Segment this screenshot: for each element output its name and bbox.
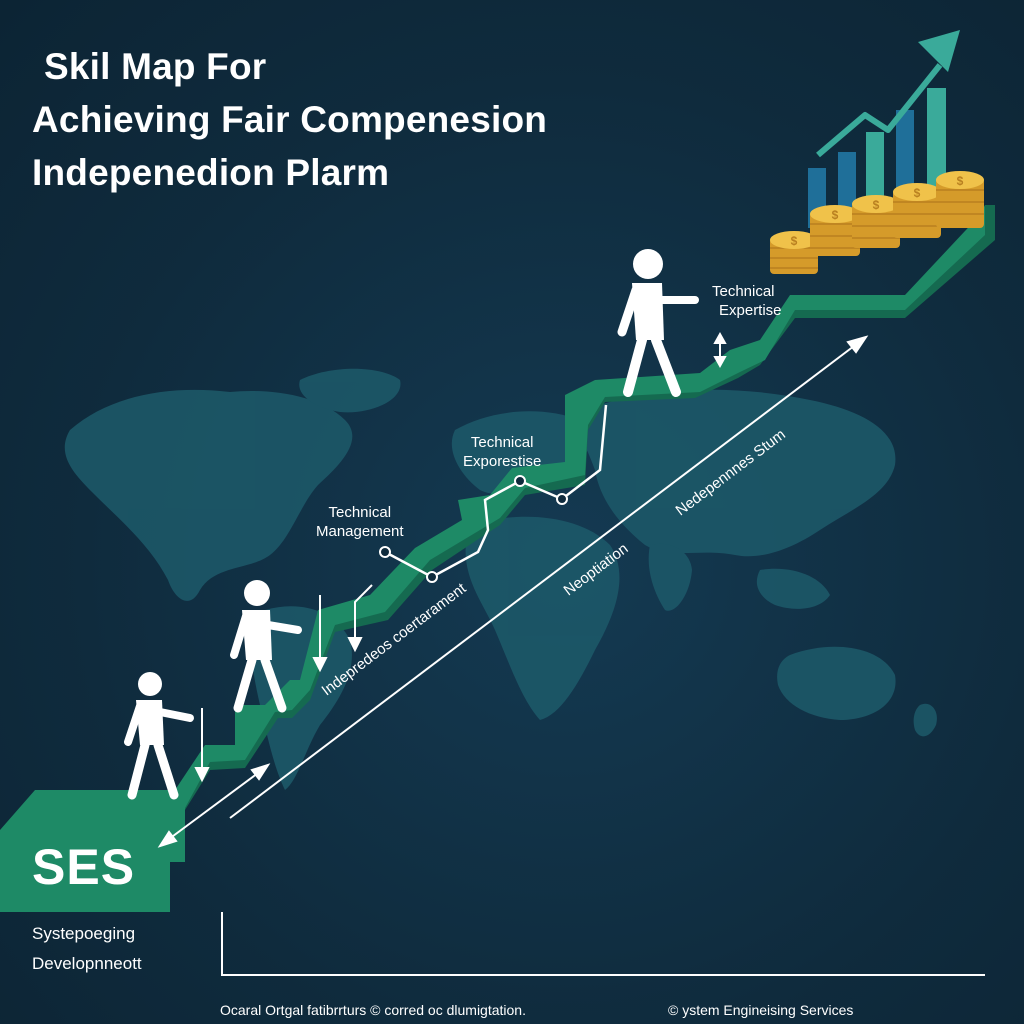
person-icon [617, 249, 699, 397]
map-greenland [299, 368, 401, 413]
footer-left-text: Ocaral Ortgal fatibrrturs © corred oc dl… [220, 1002, 526, 1018]
map-africa [465, 516, 620, 720]
label-technical-management: Technical Management [316, 504, 404, 540]
coin-stack: $ [810, 205, 860, 256]
brand-ses: SES [32, 839, 136, 895]
person-icon [230, 580, 302, 713]
footer-right-text: © ystem Engineising Services [668, 1002, 854, 1018]
coin-stack: $ [852, 195, 900, 248]
path-node [514, 475, 526, 487]
coin-stack: $ [770, 231, 818, 274]
green-staircase [0, 205, 985, 912]
map-new-zealand [913, 703, 937, 737]
growth-arrow-icon [816, 63, 943, 158]
map-southeast-asia [756, 568, 830, 609]
svg-text:$: $ [957, 174, 964, 188]
svg-text:$: $ [914, 186, 921, 200]
path-node [379, 546, 391, 558]
brand-sub-line-1: Systepoeging [32, 924, 136, 943]
stair-arrows [194, 331, 727, 783]
svg-text:$: $ [791, 234, 798, 248]
short-double-arrow [157, 763, 271, 848]
path-node [426, 571, 438, 583]
double-arrow-icon [713, 331, 727, 369]
down-arrow-icon [312, 595, 328, 673]
coin-stack: $ [936, 171, 984, 228]
title-line-2: Achieving Fair Compenesion [32, 99, 548, 140]
coin-stack-icon: $ $ $ $ $ [770, 171, 984, 274]
label-technical-exporestise: Technical Exporestise [463, 434, 542, 470]
map-australia [777, 646, 896, 720]
diagonal-arrows [157, 335, 869, 848]
long-diagonal-arrow [229, 335, 869, 819]
svg-text:$: $ [873, 198, 880, 212]
label-technical-expertise: Technical Expertise [711, 283, 782, 319]
map-north-america [64, 389, 353, 601]
growth-arrow-head [918, 30, 960, 72]
coin-stack: $ [893, 183, 941, 238]
down-arrow-icon [194, 708, 210, 783]
svg-text:$: $ [832, 208, 839, 222]
title-line-1: Skil Map For [44, 46, 267, 87]
person-icon [124, 672, 194, 800]
brand-sub-line-2: Developnneott [32, 954, 142, 973]
map-asia [581, 389, 896, 557]
title-line-3: Indepenedion Plarm [32, 152, 390, 193]
path-node [556, 493, 568, 505]
map-india [648, 543, 692, 611]
progress-path-line [384, 404, 608, 579]
world-map [64, 368, 937, 790]
climbers [124, 249, 699, 800]
page-title: Skil Map For Achieving Fair Compenesion … [32, 40, 547, 199]
down-arrow-icon [347, 584, 373, 653]
